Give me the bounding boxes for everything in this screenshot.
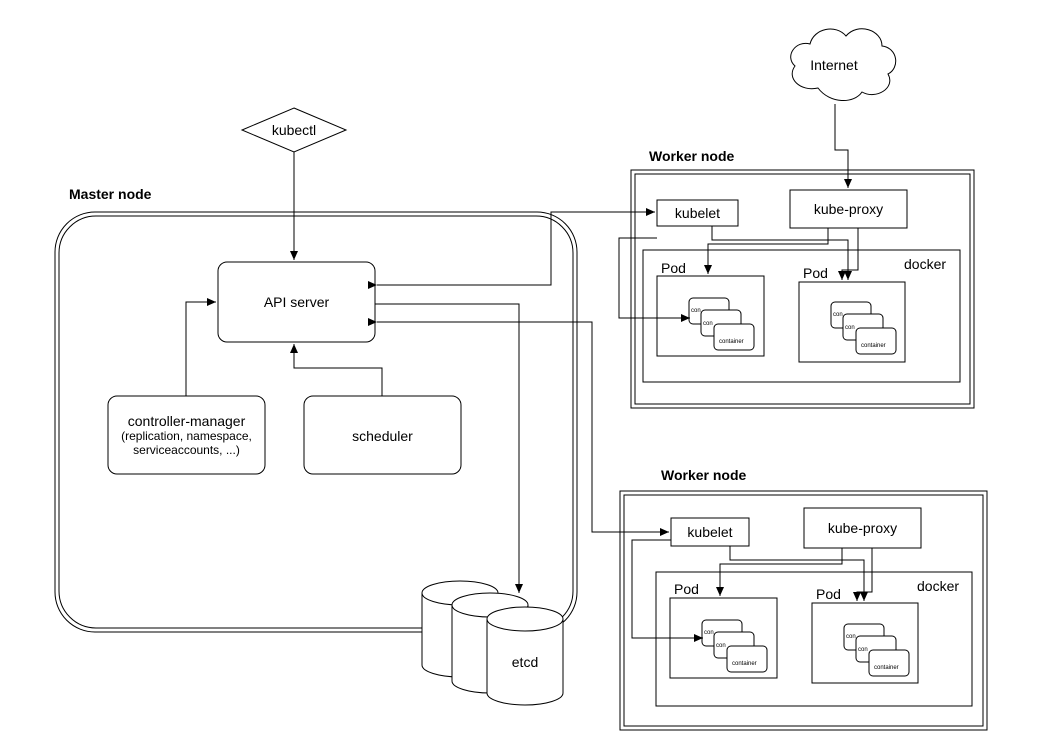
worker-2-pod-1-container-2: con [716,643,726,649]
controller-manager-detail-2: serviceaccounts, ...) [133,443,240,457]
worker-2-docker-label: docker [917,578,960,594]
api-server-label: API server [263,294,330,310]
worker-2-pod-2-container-3: container [874,665,899,671]
worker-1-pod-1-container-1: con [691,308,701,314]
worker-2-kube-proxy-box [803,507,922,549]
controller-manager-text: controller-manager (replication, namespa… [108,396,265,474]
worker-1-pod-2-container-1: con [833,312,843,318]
internet-cloud-icon [790,28,897,101]
worker-2-pod-1-container-3: container [732,661,757,667]
worker-2-pod-1-container-1: con [704,630,714,636]
worker-2-kube-proxy-label: kube-proxy [827,520,898,536]
worker-2-title: Worker node [661,467,747,483]
worker-1-pod-1-container-2: con [703,321,713,327]
worker-1-pod-2-container-3: container [861,343,886,349]
worker-1-pod-2-label: Pod [803,265,828,281]
worker-2-kubelet-label: kubelet [687,524,733,540]
etcd-database-icon [421,580,564,706]
controller-manager-detail-1: (replication, namespace, [121,429,252,443]
worker-1-kube-proxy-box [789,189,908,229]
kubectl-label: kubectl [271,122,317,138]
master-node-title: Master node [69,186,152,202]
worker-node-2 [619,490,988,731]
worker-2-pod-2-container-2: con [858,647,868,653]
worker-2-pod-1-label: Pod [674,581,699,597]
worker-2-pod-2-container-1: con [846,634,856,640]
worker-1-title: Worker node [649,148,735,164]
internet-label: Internet [810,57,858,73]
worker-1-kubelet-label: kubelet [674,205,721,221]
worker-1-kubelet-box [656,199,739,227]
etcd-label: etcd [511,654,539,670]
worker-1-kube-proxy-label: kube-proxy [813,201,884,217]
api-server-box [217,261,376,343]
worker-1-pod-1-label: Pod [661,260,686,276]
worker-1-docker-label: docker [904,256,947,272]
worker-1-pod-2-container-2: con [845,325,855,331]
controller-manager-label: controller-manager [127,413,246,429]
worker-1-pod-1-container-3: container [719,339,744,345]
worker-2-kubelet-box [670,517,750,547]
worker-2-pod-2-label: Pod [816,586,841,602]
scheduler-label: scheduler [352,428,413,444]
connectors [185,104,873,642]
worker-node-1 [630,169,975,409]
